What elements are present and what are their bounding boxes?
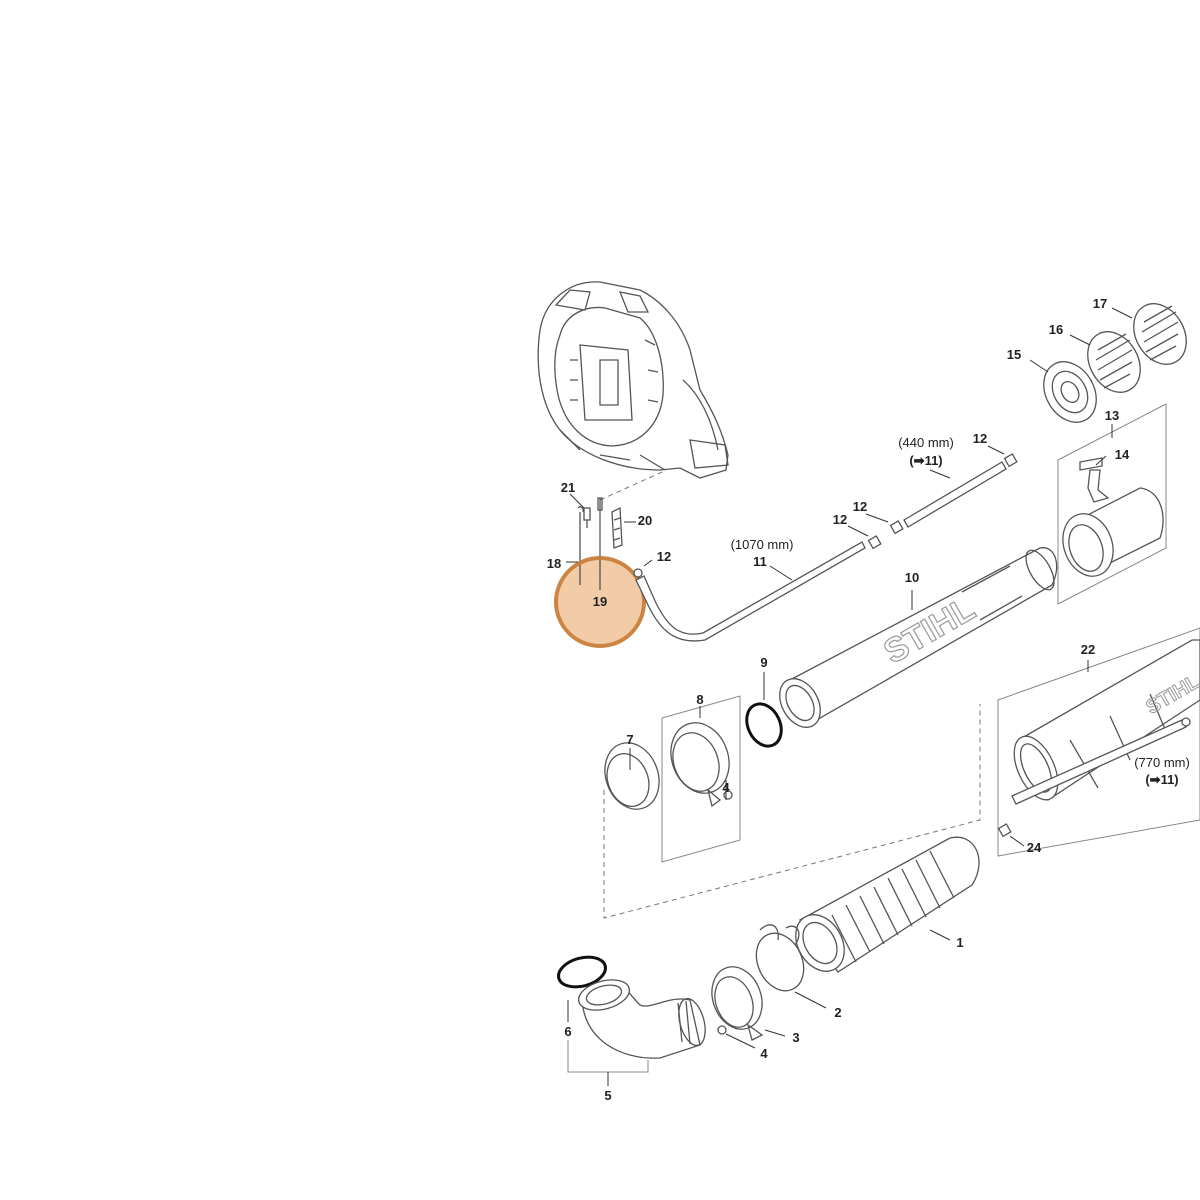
hose-770mm[interactable] [1011,717,1191,805]
highlight-part-19[interactable]: 19 [554,556,646,648]
clamp-12-b[interactable] [889,520,904,535]
label-19: 19 [593,594,607,609]
hose-11-long[interactable] [633,541,866,642]
label-22: 22 [1081,642,1095,657]
grille-15[interactable] [1033,352,1107,431]
nozzle-14[interactable] [1055,457,1164,583]
frame-8 [661,695,741,863]
frame-22 [997,627,1200,857]
label-11: 11 [753,554,767,569]
housing-dash-line [599,471,663,501]
part-20-clip[interactable] [611,506,623,549]
note-770mm-ref: (➡11) [1145,772,1178,787]
leader-1 [929,929,951,941]
leader-17 [1111,307,1133,319]
ring-7[interactable] [596,735,668,817]
leader-2 [794,991,827,1009]
leader-12-d [643,559,653,567]
label-20: 20 [638,513,652,528]
leader-4b [725,1033,756,1049]
label-12-c: 12 [973,431,987,446]
label-12-d: 12 [657,549,671,564]
label-12-b: 12 [853,499,867,514]
leader-16 [1069,334,1091,346]
screw-4-b[interactable] [717,1025,727,1035]
leader-12-a [847,525,869,537]
clamp-12-a[interactable] [867,535,882,550]
label-2: 2 [834,1005,841,1020]
assembly-dash-frame [603,704,981,919]
label-13: 13 [1105,408,1119,423]
label-7: 7 [626,732,633,747]
clamp-8[interactable] [661,715,738,808]
label-4-b: 4 [760,1046,768,1061]
label-12-a: 12 [833,512,847,527]
gasket-2[interactable] [747,924,812,999]
leader-14 [1095,455,1107,466]
grille-16[interactable] [1077,322,1151,401]
leader-12-b [865,513,889,523]
leader-3 [764,1029,786,1037]
note-770mm: (770 mm) [1134,755,1190,770]
label-5: 5 [604,1088,611,1103]
label-24: 24 [1027,840,1042,855]
label-21: 21 [561,480,575,495]
leader-440 [929,469,951,479]
label-9: 9 [760,655,767,670]
leader-11 [769,565,793,581]
note-440mm: (440 mm) [898,435,954,450]
o-ring-9[interactable] [740,698,788,751]
clamp-3[interactable] [704,960,771,1041]
label-8: 8 [696,692,703,707]
frame-13 [1057,403,1167,605]
label-10: 10 [905,570,919,585]
label-4-a: 4 [722,780,730,795]
leader-24 [1009,835,1025,847]
brand-stihl-tube-10: STIHL [877,589,981,671]
label-1: 1 [956,935,963,950]
blower-housing[interactable] [537,281,729,479]
label-15: 15 [1007,347,1021,362]
clamp-24[interactable] [997,823,1012,838]
label-3: 3 [792,1030,799,1045]
clamp-12-c[interactable] [1003,453,1018,468]
part-21-screw[interactable] [583,507,591,528]
label-17: 17 [1093,296,1107,311]
hose-440mm[interactable] [903,461,1007,528]
label-18: 18 [547,556,561,571]
bellows-hose-1[interactable] [786,836,980,980]
leader-15 [1029,359,1049,373]
elbow-5[interactable] [575,975,710,1059]
grille-17[interactable] [1123,294,1197,373]
note-440mm-ref: (➡11) [909,453,942,468]
label-6: 6 [564,1024,571,1039]
note-1070mm: (1070 mm) [731,537,794,552]
label-16: 16 [1049,322,1063,337]
o-ring-6[interactable] [555,952,609,991]
leader-12-c [987,445,1005,455]
leader-21 [569,493,585,509]
label-14: 14 [1115,447,1130,462]
